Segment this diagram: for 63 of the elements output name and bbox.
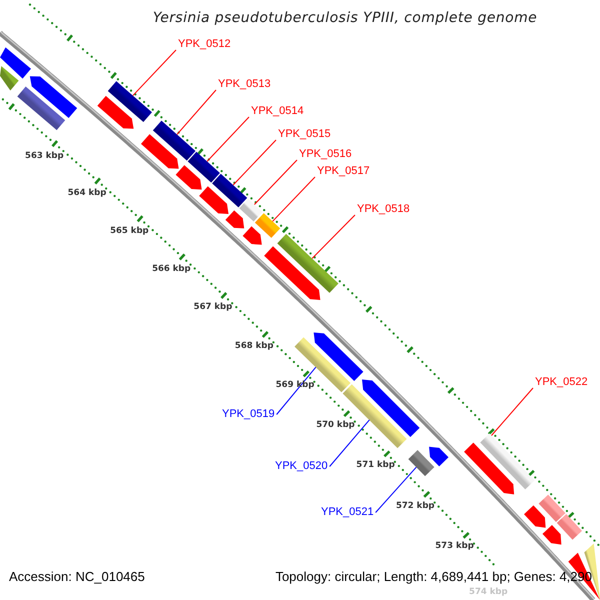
gene-bar [0,66,19,91]
gene-feature [140,134,179,169]
scale-label: 571 kbp [356,460,395,470]
gene-bar [254,213,280,238]
gene-label: YPK_0520 [275,460,328,473]
title: Yersinia pseudotuberculosis YPIII, complete genome [152,9,538,27]
gene-feature [176,165,202,190]
scale-label: 567 kbp [194,302,232,312]
gene-feature [225,210,244,228]
scale-label: 564 kbp [68,188,106,198]
gene-feature [242,226,262,245]
gene-feature [464,442,514,494]
gene-feature [264,246,320,300]
gene-feature [199,186,229,214]
gene-bar [188,152,220,183]
leader-line [329,419,370,467]
leader-line [132,50,176,96]
gene-label: YPK_0521 [321,506,374,519]
gene-label: YPK_0522 [535,376,588,389]
scale-label: 574 kbp [469,587,508,598]
gene-bar [480,433,535,490]
scale-label: 566 kbp [152,264,191,274]
gene-bar [108,81,152,122]
leader-line [491,388,534,436]
gene-bar [17,86,66,130]
gene-feature [314,332,364,381]
scale-label: 563 kbp [25,150,64,161]
leader-line [276,366,316,415]
gene-bar [239,198,262,222]
leader-line [375,466,417,513]
scale-label: 572 kbp [396,500,434,511]
leader-line [176,90,216,135]
gene-label: YPK_0514 [251,105,304,118]
leader-line [254,160,298,205]
leader-line [206,116,250,162]
gene-label: YPK_0517 [317,165,370,178]
leader-line [232,140,276,186]
gene-bar [408,450,434,476]
gene-feature [524,505,546,528]
gene-feature [30,76,78,118]
gene-bar [277,234,338,293]
gene-label: YPK_0519 [222,408,275,421]
gene-label: YPK_0515 [278,128,331,141]
gene-feature [362,380,420,438]
scale-label: 570 kbp [316,420,355,430]
leader-line [312,214,356,259]
scale-label: 573 kbp [435,541,474,552]
gene-bar [556,514,582,540]
gene-feature [97,96,134,129]
gene-feature [542,525,562,545]
gene-feature [429,446,448,466]
gene-bar [294,337,351,392]
gene-bar [212,174,248,208]
leader-line [272,176,316,222]
gene-label: YPK_0516 [299,148,352,161]
gene-bar [152,120,196,161]
gene-label: YPK_0512 [178,38,231,51]
scale-label: 568 kbp [234,341,274,352]
scale-label: 565 kbp [110,226,149,236]
gene-label: YPK_0513 [218,78,271,91]
footer-text: Accession: NC_010465 [9,569,145,585]
gene-label: YPK_0518 [357,203,410,216]
gene-bar [538,494,566,522]
